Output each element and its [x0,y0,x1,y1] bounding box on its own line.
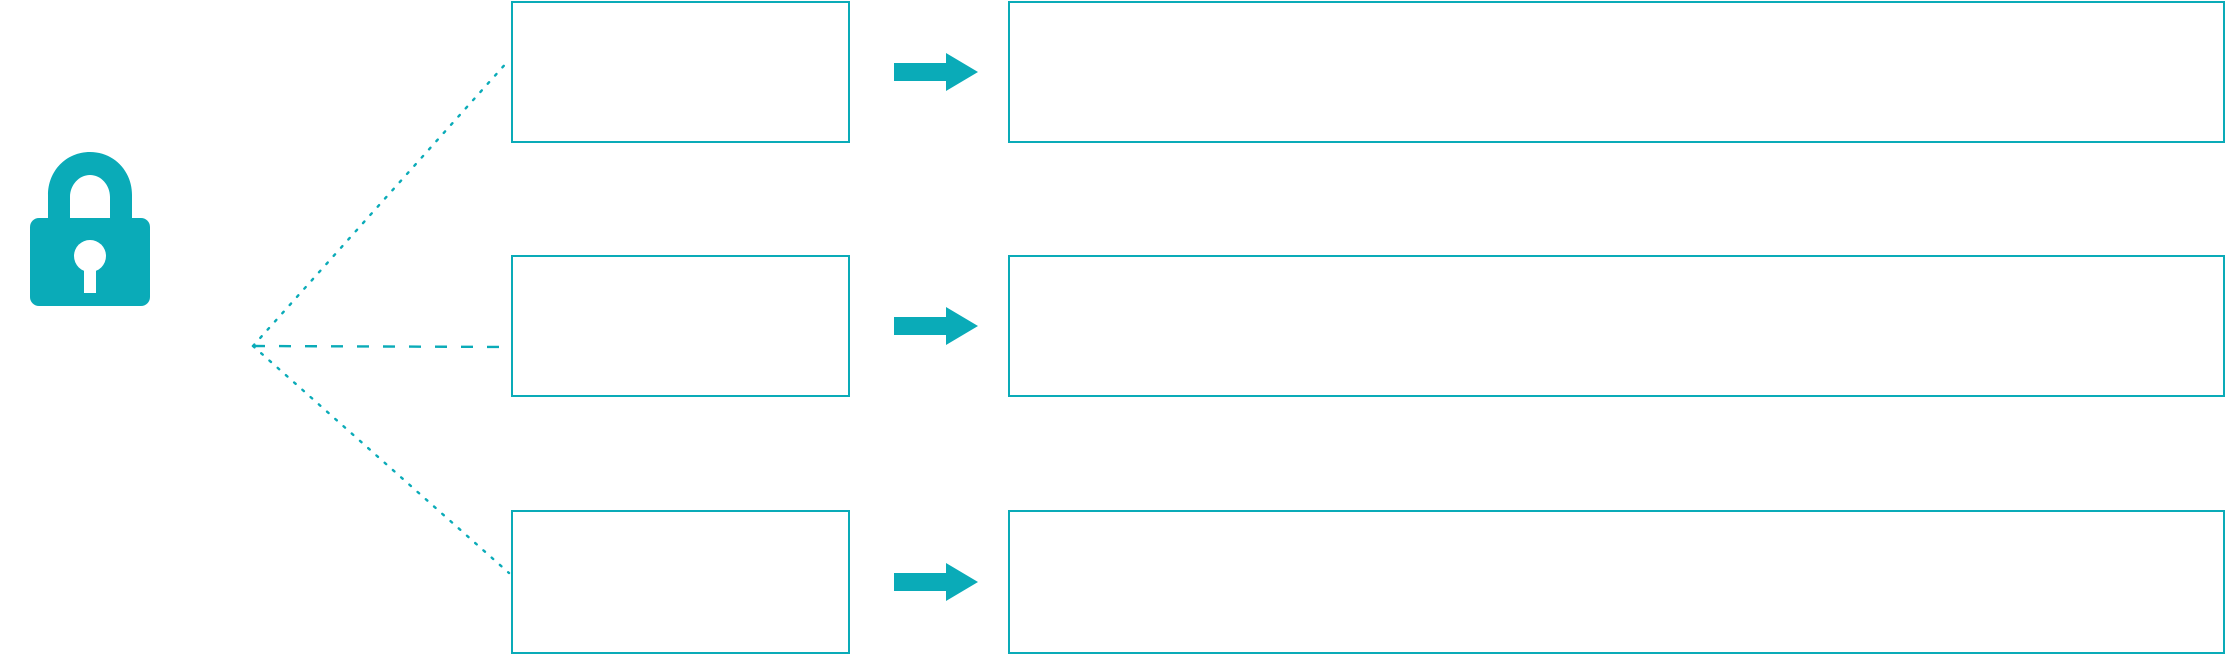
right-box-row-3[interactable] [1008,510,2225,654]
right-box-row-2[interactable] [1008,255,2225,397]
flow-arrow-row-2 [894,307,978,345]
left-box-row-2[interactable] [511,255,850,397]
connector-line-row-2 [252,344,510,349]
right-box-row-1[interactable] [1008,1,2225,143]
connector-line-row-1 [251,58,511,348]
connector-line-row-3 [251,344,511,575]
flow-arrow-row-3 [894,563,978,601]
left-box-row-3[interactable] [511,510,850,654]
padlock-icon [30,152,150,306]
left-box-row-1[interactable] [511,1,850,143]
flow-arrow-row-1 [894,53,978,91]
